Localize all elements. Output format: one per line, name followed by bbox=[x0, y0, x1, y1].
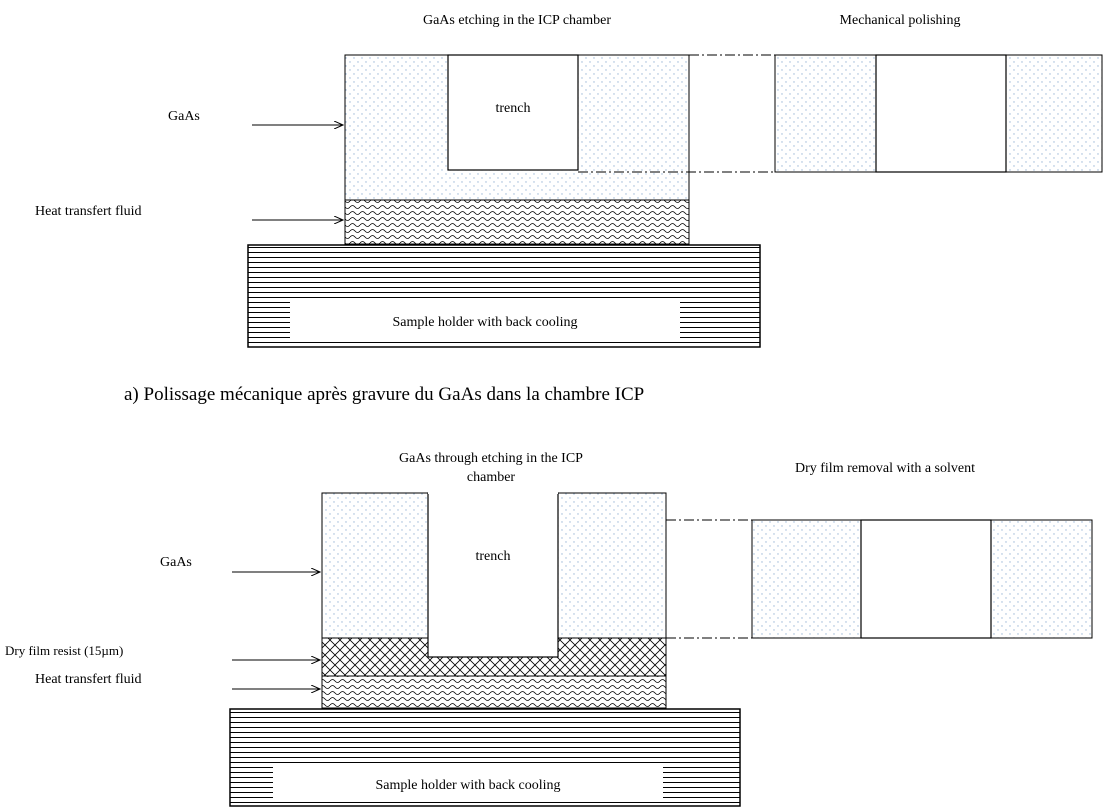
heat-label-b: Heat transfert fluid bbox=[35, 672, 142, 687]
holder-label-bg-b bbox=[273, 765, 663, 801]
holder-label-a: Sample holder with back cooling bbox=[392, 315, 577, 330]
title-left-a: GaAs etching in the ICP chamber bbox=[423, 13, 611, 28]
title-right-a: Mechanical polishing bbox=[840, 13, 961, 28]
trench-label-a: trench bbox=[496, 101, 531, 116]
title-right-b: Dry film removal with a solvent bbox=[795, 461, 975, 476]
holder-label-b: Sample holder with back cooling bbox=[375, 778, 560, 793]
dry-film-label-b: Dry film resist (15µm) bbox=[5, 643, 123, 658]
heat-fluid-b bbox=[321, 675, 667, 709]
caption-a: a) Polissage mécanique après gravure du … bbox=[124, 384, 644, 405]
diagram-a: GaAs etching in the ICP chamber Mechanic… bbox=[35, 13, 1103, 405]
gaas-label-a: GaAs bbox=[168, 109, 200, 124]
gaas-label-b: GaAs bbox=[160, 555, 192, 570]
diagram-b: GaAs through etching in the ICP chamber … bbox=[5, 451, 1093, 807]
holder-label-bg-a bbox=[290, 302, 680, 338]
title-left-b-line1: GaAs through etching in the ICP bbox=[399, 451, 583, 466]
polished-trench-a bbox=[875, 54, 1007, 173]
trench-b bbox=[427, 492, 559, 658]
title-left-b-line2: chamber bbox=[467, 470, 516, 485]
heat-label-a: Heat transfert fluid bbox=[35, 204, 142, 219]
trench-a bbox=[447, 54, 579, 171]
trench-label-b: trench bbox=[476, 549, 511, 564]
heat-fluid-a bbox=[344, 199, 690, 245]
result-trench-b bbox=[860, 519, 992, 639]
